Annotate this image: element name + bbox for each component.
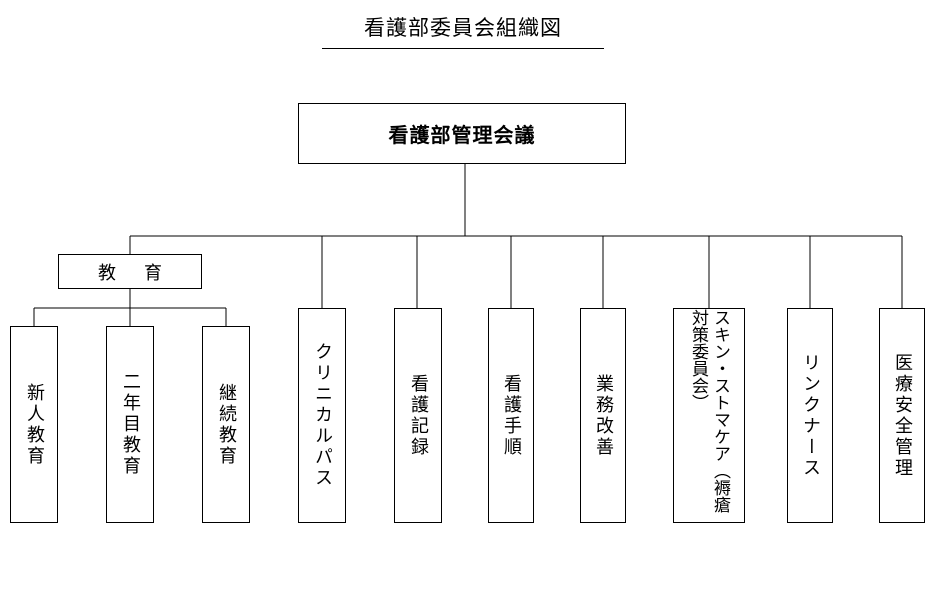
title-underline [322,48,604,49]
node-education: 教育 [58,254,202,289]
node-management-meeting: 看護部管理会議 [298,103,626,164]
node-continuing-education: 継続教育 [202,326,250,523]
node-nursing-procedures: 看護手順 [488,308,534,523]
node-second-year-education: 二年目教育 [106,326,154,523]
node-label: 看護記録 [408,373,429,458]
node-label: クリニカルパス [312,342,333,489]
node-label: スキン・ストマケア（褥瘡対策委員会） [688,309,730,513]
node-label: リンクナース [800,352,821,479]
node-new-staff-education: 新人教育 [10,326,58,523]
node-label: 新人教育 [24,382,45,467]
node-work-improvement: 業務改善 [580,308,626,523]
node-clinical-path: クリニカルパス [298,308,346,523]
node-label: 医療安全管理 [892,352,913,479]
node-link-nurse: リンクナース [787,308,833,523]
node-label: 二年目教育 [120,372,141,477]
node-label: 継続教育 [216,382,237,467]
page-title: 看護部委員会組織図 [364,16,562,40]
node-label: 業務改善 [593,373,614,458]
node-nursing-records: 看護記録 [394,308,442,523]
node-skin-stoma-care: スキン・ストマケア（褥瘡対策委員会） [673,308,745,523]
node-label: 看護手順 [501,373,522,458]
node-medical-safety: 医療安全管理 [879,308,925,523]
